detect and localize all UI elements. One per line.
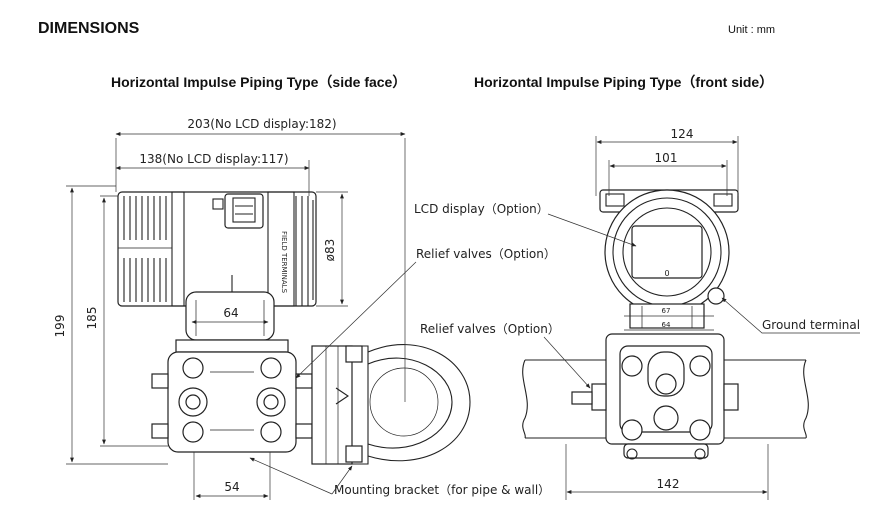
front-housing: 0 — [599, 189, 739, 329]
callout-relief-valves-front: Relief valves（Option） — [420, 322, 560, 336]
side-view-drawing: FIELD TERMINALS — [53, 117, 471, 500]
dim-height-185: 185 — [85, 307, 99, 330]
page-title: DIMENSIONS — [38, 20, 140, 37]
side-view-subtitle: Horizontal Impulse Piping Type（side face… — [111, 74, 407, 90]
side-dimension-lines — [66, 132, 406, 500]
callout-mounting-bracket: Mounting bracket（for pipe & wall） — [334, 483, 550, 497]
transmitter-housing — [117, 191, 317, 307]
dim-flange-width: 64 — [223, 306, 238, 320]
sensor-capsule — [151, 275, 313, 453]
dim-top-124: 124 — [671, 127, 694, 141]
dim-small-a: 67 — [662, 307, 671, 315]
callout-lcd-display: LCD display（Option） — [414, 202, 549, 216]
callout-relief-valves-side: Relief valves（Option） — [416, 247, 556, 261]
mounting-bracket — [311, 344, 471, 465]
callout-ground-terminal: Ground terminal — [762, 318, 860, 332]
dim-small-b: 64 — [662, 321, 671, 329]
dim-cover-diameter: ø83 — [323, 239, 337, 262]
pipe-section — [369, 367, 439, 437]
lcd-digit: 0 — [664, 269, 669, 278]
dim-overall-width: 203(No LCD display:182) — [187, 117, 336, 131]
front-dimension-lines — [565, 136, 769, 500]
unit-label: Unit : mm — [728, 24, 776, 36]
dim-bottom-width: 54 — [224, 480, 239, 494]
terminal-marking: FIELD TERMINALS — [280, 231, 288, 294]
dim-total-height: 199 — [53, 315, 67, 338]
callout-leaders — [249, 213, 860, 495]
front-body — [571, 333, 739, 460]
front-view-subtitle: Horizontal Impulse Piping Type（front sid… — [474, 74, 774, 90]
dim-top-101: 101 — [655, 151, 678, 165]
front-view-drawing: 0 — [522, 127, 809, 500]
dim-housing-width: 138(No LCD display:117) — [139, 152, 288, 166]
dim-bottom-142: 142 — [657, 477, 680, 491]
